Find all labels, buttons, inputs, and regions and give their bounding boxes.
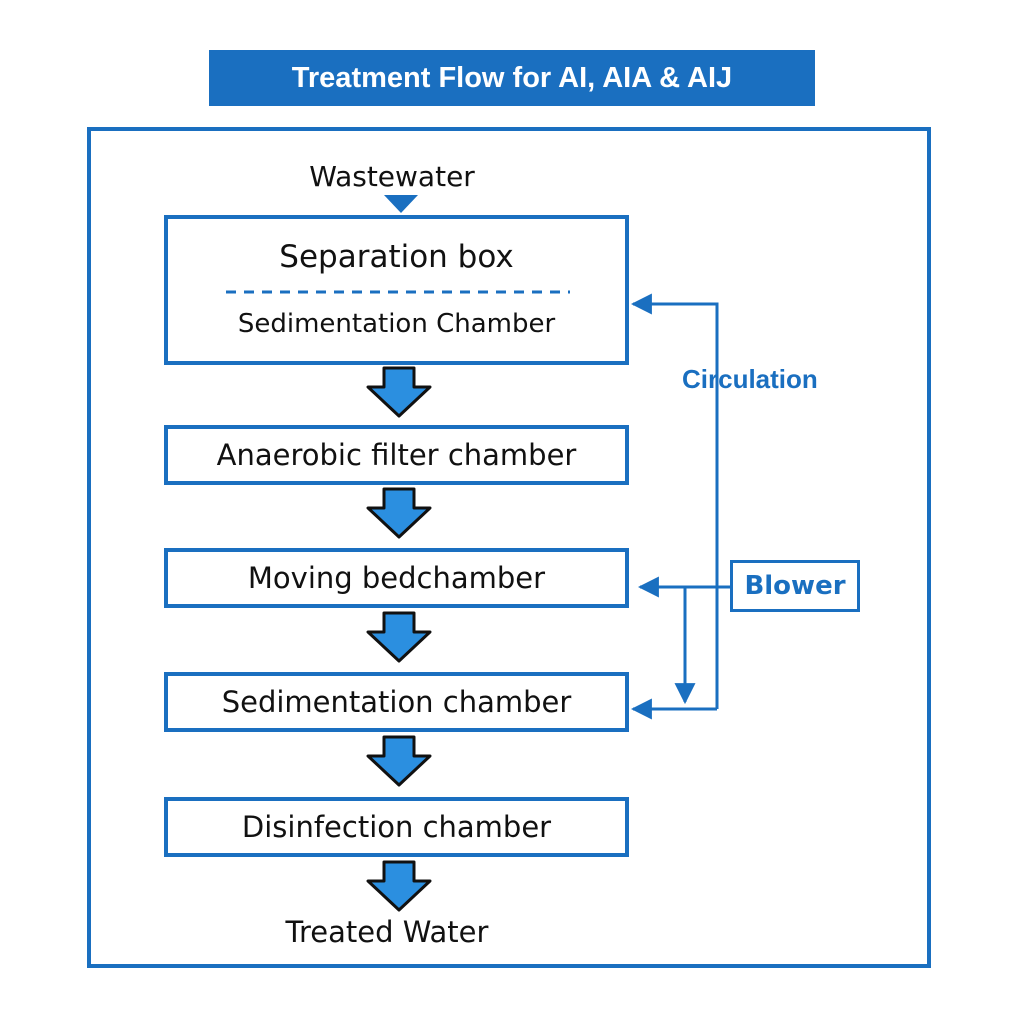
stage-disinfection: Disinfection chamber: [164, 797, 629, 857]
input-label: Wastewater: [309, 160, 475, 193]
inlet-arrow: [384, 195, 418, 213]
stage-label: Separation box: [279, 239, 514, 275]
stage-sedimentation: Sedimentation chamber: [164, 672, 629, 732]
diagram-frame: [87, 127, 931, 968]
flow-arrow: [366, 735, 432, 787]
stage-moving-bed: Moving bedchamber: [164, 548, 629, 608]
blower-box: Blower: [730, 560, 860, 612]
stage-anaerobic-filter: Anaerobic filter chamber: [164, 425, 629, 485]
blower-label: Blower: [744, 571, 846, 601]
flow-arrow: [366, 860, 432, 912]
stage-label: Sedimentation chamber: [221, 685, 572, 719]
output-label: Treated Water: [285, 915, 489, 949]
diagram-title: Treatment Flow for AI, AIA & AIJ: [209, 50, 815, 106]
circulation-line: [630, 293, 719, 709]
stage-label: Disinfection chamber: [241, 810, 552, 844]
stage-separation-box: Separation box Sedimentation Chamber: [164, 215, 629, 365]
stage-label: Moving bedchamber: [247, 561, 546, 595]
flow-arrow: [366, 366, 432, 418]
flow-arrow: [366, 487, 432, 539]
stage-sublabel: Sedimentation Chamber: [237, 309, 556, 339]
stage-label: Anaerobic filter chamber: [216, 438, 577, 472]
circulation-label: Circulation: [682, 364, 818, 394]
flow-arrow: [366, 611, 432, 663]
